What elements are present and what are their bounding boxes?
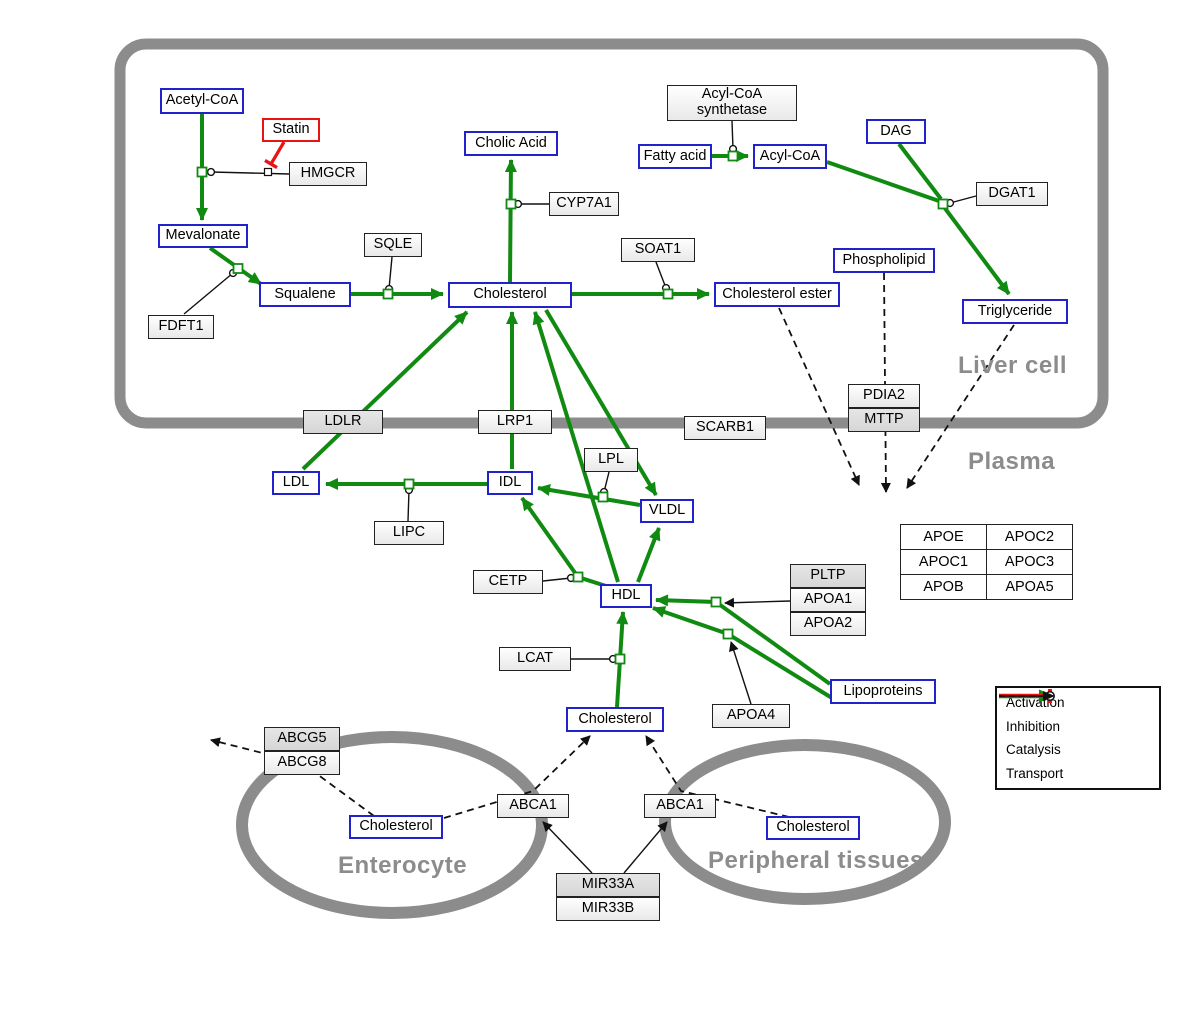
legend-catalysis-label: Catalysis <box>1006 742 1061 758</box>
entity-triglyceride[interactable]: Triglyceride <box>962 299 1068 324</box>
entity-cholic-acid[interactable]: Cholic Acid <box>464 131 558 156</box>
enzyme-sqle[interactable]: SQLE <box>364 233 422 257</box>
edge-fdft1-catalysis <box>183 268 238 315</box>
transport-dashed-arrow-symbol <box>999 691 1055 701</box>
edge-junction-triglyceride <box>942 205 1011 296</box>
legend-row-transport: Transport <box>999 691 1150 781</box>
edge-hdl-vldl <box>636 527 661 583</box>
receptor-lrp1[interactable]: LRP1 <box>478 410 552 434</box>
entity-cholesterol-liver[interactable]: Cholesterol <box>448 282 572 308</box>
entity-idl[interactable]: IDL <box>487 471 533 495</box>
edge-ldl-liver-cholesterol <box>301 310 469 471</box>
apo-table-cell[interactable]: APOC2 <box>986 524 1073 550</box>
legend-inhibition-label: Inhibition <box>1006 718 1061 734</box>
reaction-anchors <box>196 150 949 665</box>
entity-phospholipid[interactable]: Phospholipid <box>833 248 935 273</box>
entity-cholesterol-peripheral[interactable]: Cholesterol <box>766 816 860 840</box>
enzyme-fdft1[interactable]: FDFT1 <box>148 315 214 339</box>
edge-apoa4-hdl <box>729 641 752 705</box>
entity-ldl[interactable]: LDL <box>272 471 320 495</box>
edge-acylcoa-junction <box>826 160 940 203</box>
apo-table-cell[interactable]: APOE <box>900 524 987 550</box>
transporter-abca1-right[interactable]: ABCA1 <box>644 794 716 818</box>
entity-acyl-coa[interactable]: Acyl-CoA <box>753 144 827 169</box>
apo-table-cell[interactable]: APOB <box>900 574 987 600</box>
enzyme-lipc[interactable]: LIPC <box>374 521 444 545</box>
entity-cholesterol-enterocyte[interactable]: Cholesterol <box>349 815 443 839</box>
legend-row-catalysis: Catalysis <box>999 691 1150 758</box>
entity-dag[interactable]: DAG <box>866 119 926 144</box>
entity-statin[interactable]: Statin <box>262 118 320 142</box>
entity-squalene[interactable]: Squalene <box>259 282 351 307</box>
edge-acs-catalysis <box>728 120 738 154</box>
legend-transport-label: Transport <box>1006 765 1064 781</box>
protein-apoa4[interactable]: APOA4 <box>712 704 790 728</box>
protein-apoa1[interactable]: APOA1 <box>790 588 866 612</box>
edge-sqle-catalysis <box>384 256 394 294</box>
entity-cholesterol-plasma[interactable]: Cholesterol <box>566 707 664 732</box>
edge-mir33-abca1-right <box>623 821 668 874</box>
edge-cetp-catalysis <box>542 573 576 583</box>
edge-mir33-abca1-left <box>542 821 593 874</box>
edge-statin-inhibits-hmgcr <box>264 141 286 170</box>
edge-cholesterol-cholic-acid <box>504 159 517 283</box>
receptor-ldlr[interactable]: LDLR <box>303 410 383 434</box>
enterocyte-membrane <box>236 731 548 919</box>
transporter-abca1-left[interactable]: ABCA1 <box>497 794 569 818</box>
edge-phospholipid-secretion <box>880 272 891 493</box>
enzyme-dgat1[interactable]: DGAT1 <box>976 182 1048 206</box>
edge-hdl-liver-cholesterol <box>532 311 620 583</box>
entity-fatty-acid[interactable]: Fatty acid <box>638 144 712 169</box>
enzyme-hmgcr[interactable]: HMGCR <box>289 162 367 186</box>
legend-row-inhibition: Inhibition <box>999 689 1150 734</box>
edge-vldl-idl <box>537 484 641 507</box>
entity-hdl[interactable]: HDL <box>600 584 652 608</box>
edge-cholesterol-abca1-peripheral <box>645 735 790 818</box>
edge-dag-junction <box>897 142 943 201</box>
enzyme-acyl-coa-synthetase[interactable]: Acyl-CoA synthetase <box>667 85 797 121</box>
entity-vldl[interactable]: VLDL <box>640 499 694 523</box>
peripheral-tissues-label: Peripheral tissues <box>708 847 924 874</box>
entity-lipoproteins[interactable]: Lipoproteins <box>830 679 936 704</box>
edge-hmgcr-catalysis <box>206 167 290 177</box>
apo-table-cell[interactable]: APOC3 <box>986 549 1073 575</box>
apolipoprotein-table: APOE APOC2 APOC1 APOC3 APOB APOA5 <box>900 524 1073 600</box>
edge-lipc-catalysis <box>404 485 414 522</box>
plasma-label: Plasma <box>968 448 1056 475</box>
transporter-abcg5[interactable]: ABCG5 <box>264 727 340 751</box>
entity-mevalonate[interactable]: Mevalonate <box>158 224 248 248</box>
edge-triglyceride-secretion <box>906 324 1015 489</box>
transporter-abcg8[interactable]: ABCG8 <box>264 751 340 775</box>
enzyme-mttp[interactable]: MTTP <box>848 408 920 432</box>
edge-pltp-apoa-hdl <box>724 597 791 608</box>
edge-cholesterol-ester-secretion <box>778 307 860 486</box>
edge-cholesterol-abca1-enterocyte <box>443 735 591 819</box>
apo-table-cell[interactable]: APOC1 <box>900 549 987 575</box>
mirna-mir33b[interactable]: MIR33B <box>556 897 660 921</box>
mirna-mir33a[interactable]: MIR33A <box>556 873 660 897</box>
enzyme-pltp[interactable]: PLTP <box>790 564 866 588</box>
protein-apoa2[interactable]: APOA2 <box>790 612 866 636</box>
liver-cell-label: Liver cell <box>958 352 1068 379</box>
receptor-scarb1[interactable]: SCARB1 <box>684 416 766 440</box>
enzyme-lcat[interactable]: LCAT <box>499 647 571 671</box>
apo-table-cell[interactable]: APOA5 <box>986 574 1073 600</box>
enterocyte-label: Enterocyte <box>338 852 468 879</box>
edge-lpl-catalysis <box>599 471 610 497</box>
enzyme-pdia2[interactable]: PDIA2 <box>848 384 920 408</box>
entity-cholesterol-ester[interactable]: Cholesterol ester <box>714 282 840 307</box>
liver-cell-membrane <box>114 38 1109 429</box>
enzyme-cetp[interactable]: CETP <box>473 570 543 594</box>
entity-acetyl-coa[interactable]: Acetyl-CoA <box>160 88 244 114</box>
enzyme-cyp7a1[interactable]: CYP7A1 <box>549 192 619 216</box>
legend: Activation Inhibition Catalysis Transpor… <box>995 686 1161 790</box>
edge-soat1-catalysis <box>655 261 671 293</box>
enzyme-soat1[interactable]: SOAT1 <box>621 238 695 262</box>
enzyme-lpl[interactable]: LPL <box>584 448 638 472</box>
edge-dgat1-catalysis <box>945 195 977 208</box>
